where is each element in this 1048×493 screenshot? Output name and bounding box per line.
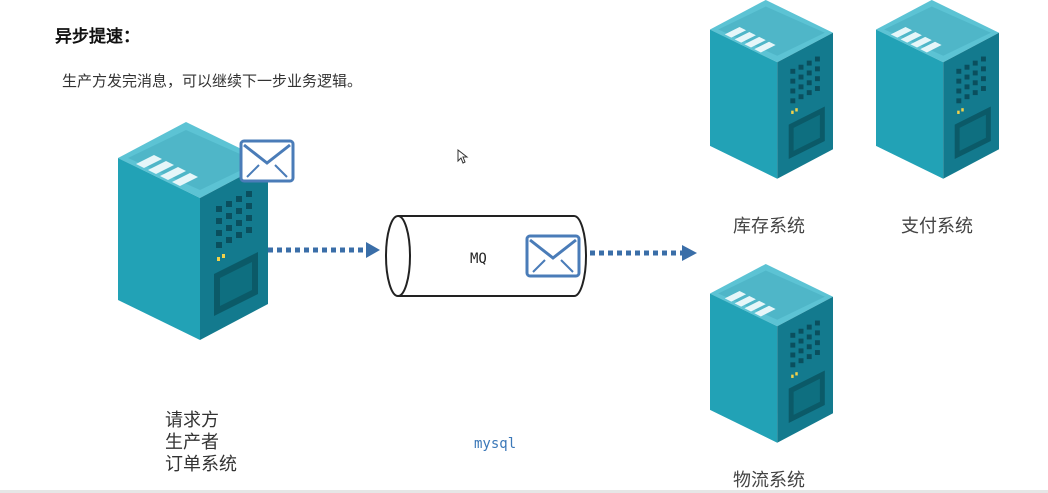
inventory-server-icon <box>710 0 833 179</box>
arrow-producer-to-mq <box>268 242 380 258</box>
page-subtitle: 生产方发完消息，可以继续下一步业务逻辑。 <box>62 72 363 90</box>
producer-line-order-system: 订单系统 <box>165 454 237 475</box>
mysql-note: mysql <box>474 436 517 452</box>
mq-envelope-icon <box>525 234 581 278</box>
producer-line-producer: 生产者 <box>165 432 219 453</box>
payment-system-label: 支付系统 <box>901 216 973 237</box>
producer-line-requester: 请求方 <box>165 410 219 431</box>
producer-labels: 请求方 生产者 订单系统 <box>165 410 237 476</box>
bottom-divider <box>0 490 1048 493</box>
mouse-cursor-icon <box>457 148 469 164</box>
inventory-system-label: 库存系统 <box>733 216 805 237</box>
envelope-icon <box>239 139 295 183</box>
logistics-server-icon <box>710 263 833 443</box>
logistics-system-label: 物流系统 <box>733 470 805 491</box>
payment-server-icon <box>876 0 999 179</box>
arrow-mq-to-consumers <box>590 245 697 261</box>
page-title: 异步提速： <box>55 27 140 47</box>
mq-label: MQ <box>470 251 487 267</box>
